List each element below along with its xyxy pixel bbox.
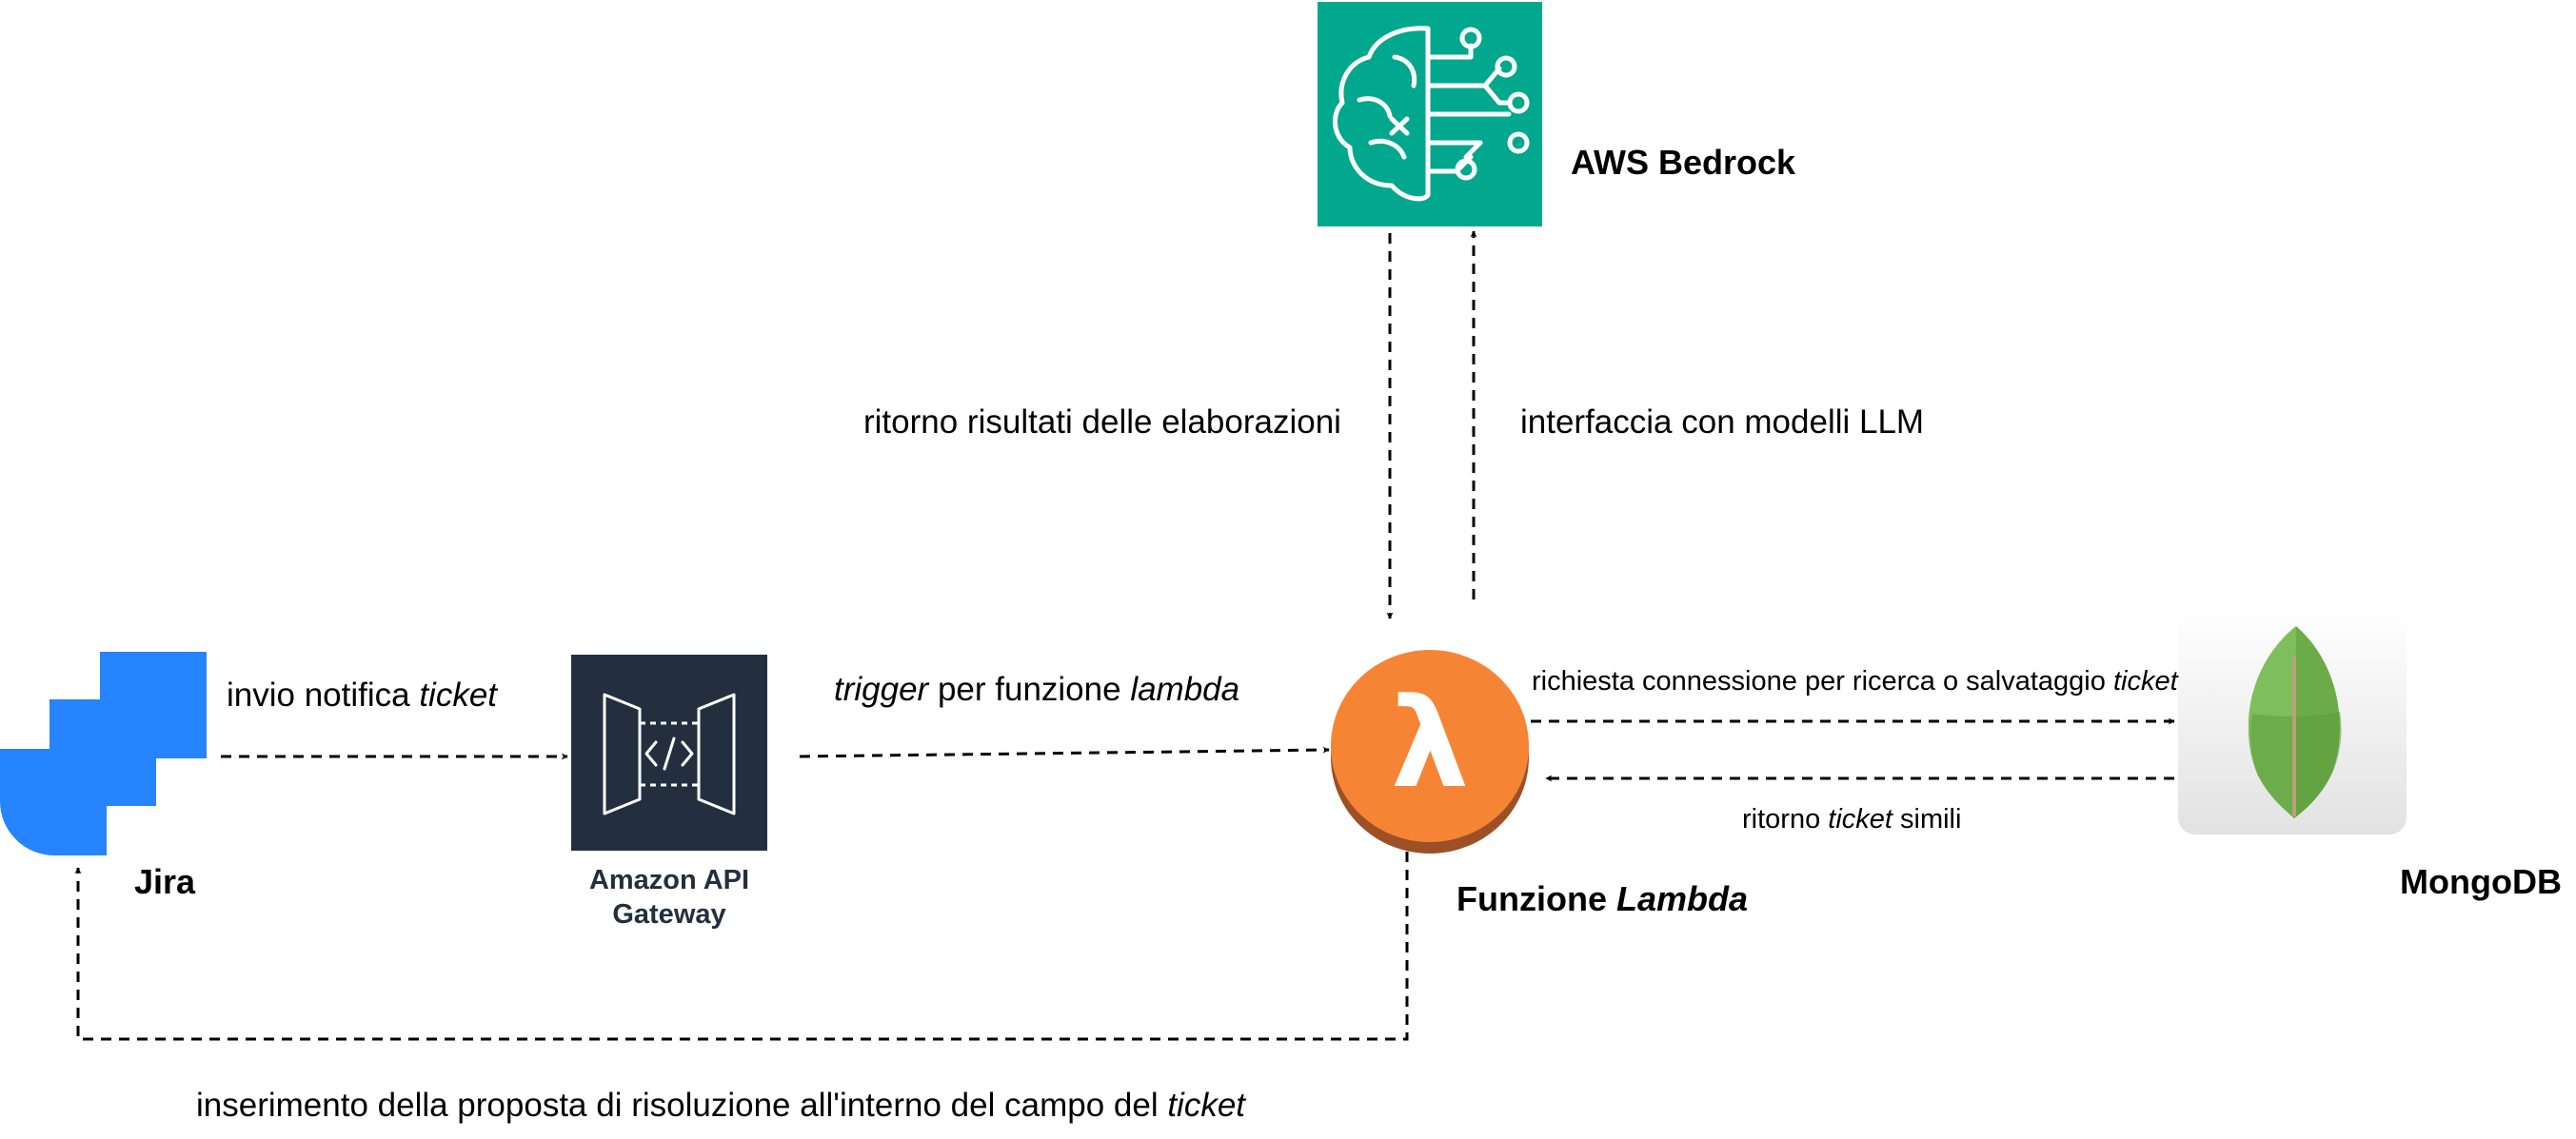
edge-label-lambda-to-mongodb: richiesta connessione per ricerca o salv… — [1532, 666, 2178, 697]
api-gateway-label-line2: Gateway — [612, 899, 726, 930]
edge-label-text: per funzione — [928, 671, 1131, 708]
edge-label-mongodb-to-lambda: ritorno ticket simili — [1742, 804, 1961, 835]
edge-label-jira-to-gateway: invio notifica ticket — [227, 677, 497, 715]
edge-label-lambda-to-jira: inserimento della proposta di risoluzion… — [196, 1087, 1245, 1125]
mongodb-label: MongoDB — [2400, 862, 2562, 901]
edge-label-text: inserimento della proposta di risoluzion… — [196, 1087, 1168, 1124]
lambda-label-text: Funzione — [1456, 879, 1616, 918]
edge-lambda-to-jira — [74, 852, 1409, 1041]
edge-label-italic: ticket — [1828, 804, 1892, 835]
bedrock-brain-icon — [1318, 2, 1542, 226]
jira-icon — [0, 652, 207, 855]
edge-label-lambda-to-bedrock: interfaccia con modelli LLM — [1520, 403, 1925, 441]
edge-label-text: simili — [1892, 804, 1962, 835]
edge-label-bedrock-to-lambda: ritorno risultati delle elaborazioni — [863, 403, 1341, 441]
api-gateway-icon — [571, 655, 767, 851]
edge-label-italic: trigger — [834, 671, 929, 708]
bedrock-label: AWS Bedrock — [1571, 143, 1796, 182]
lambda-label: Funzione Lambda — [1456, 879, 1748, 919]
edge-label-italic: ticket — [419, 677, 498, 714]
lambda-glyph: λ — [1391, 671, 1469, 815]
edge-label-text: ritorno — [1742, 804, 1829, 835]
edge-label-gateway-to-lambda: trigger per funzione lambda — [834, 671, 1239, 709]
edge-label-italic: lambda — [1130, 671, 1240, 708]
edge-label-italic: ticket — [1167, 1087, 1246, 1124]
edge-label-text: richiesta connessione per ricerca o salv… — [1532, 666, 2113, 697]
api-gateway-label-line1: Amazon API — [588, 865, 750, 895]
jira-label: Jira — [134, 862, 196, 901]
lambda-icon: λ — [1331, 650, 1529, 854]
edge-label-text: invio notifica — [227, 677, 420, 714]
api-gateway-label: Amazon API Gateway — [574, 863, 764, 932]
mongodb-leaf-icon — [2178, 609, 2407, 835]
edge-gateway-to-lambda — [799, 746, 1330, 758]
edge-label-italic: ticket — [2112, 666, 2178, 697]
lambda-label-italic: Lambda — [1615, 879, 1749, 918]
